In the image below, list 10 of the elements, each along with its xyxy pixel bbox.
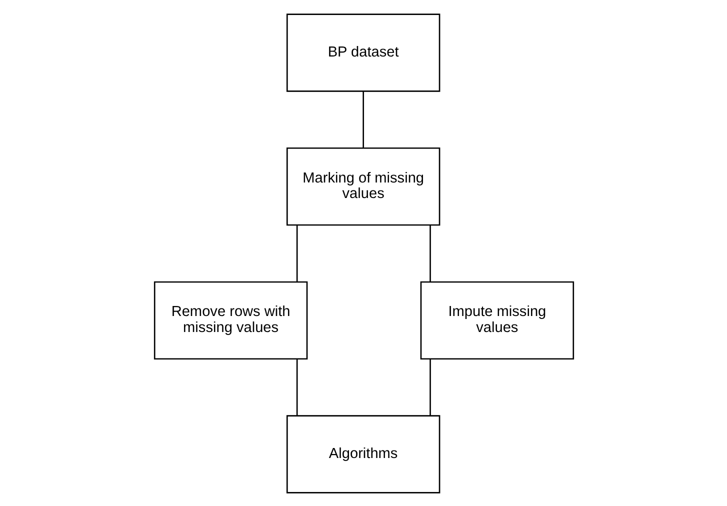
node-box: Remove rows with missing values	[153, 280, 308, 360]
node-box: Marking of missing values	[286, 146, 440, 226]
connector	[296, 358, 298, 416]
connector	[429, 358, 430, 416]
connector	[429, 224, 430, 282]
node-box: Algorithms	[286, 414, 440, 493]
connector	[362, 90, 364, 148]
node-box: BP dataset	[286, 13, 440, 92]
node-box: Impute missing values	[420, 280, 574, 360]
connector	[296, 224, 298, 282]
